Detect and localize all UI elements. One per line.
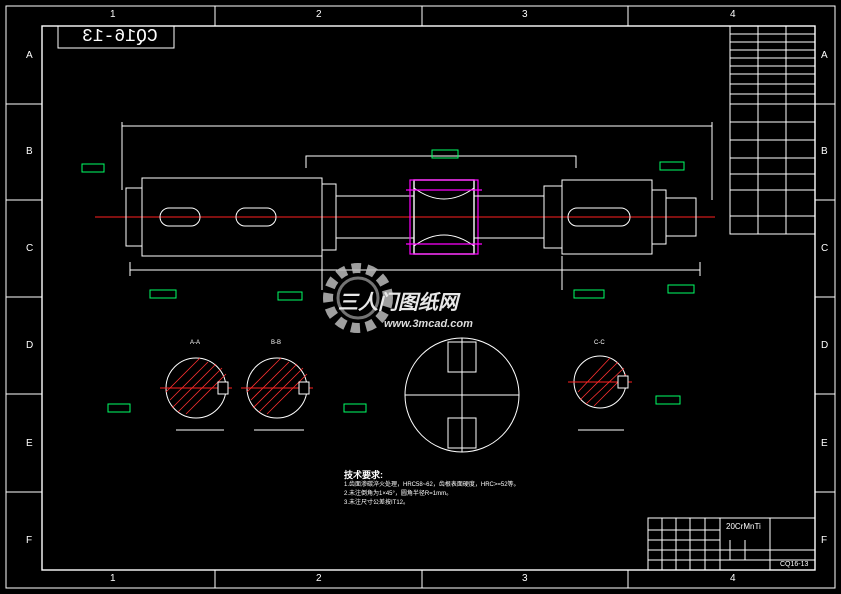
- title-block: [647, 517, 816, 571]
- zone-left-a: A: [26, 50, 33, 61]
- section-label-a: A-A: [190, 340, 201, 346]
- zone-right-e: E: [821, 438, 828, 449]
- part-code-footer: CQ16-13: [780, 561, 809, 568]
- zone-right-a: A: [821, 50, 828, 61]
- section-label-b: B-B: [271, 340, 282, 346]
- section-label-c: C-C: [594, 340, 605, 346]
- watermark-gear-icon: [323, 263, 393, 333]
- section-c-c: [568, 355, 632, 431]
- code-box: [57, 25, 175, 49]
- inner-border: [41, 25, 816, 571]
- zone-left-c: C: [26, 243, 34, 254]
- zone-ticks: [6, 6, 835, 588]
- zone-left-d: D: [26, 340, 34, 351]
- zone-left-b: B: [26, 146, 33, 157]
- tech-note-2: 2.未注倒角为1×45°，圆角半径R=1mm。: [344, 491, 453, 497]
- gear-face-view: [404, 337, 520, 453]
- gear-parameter-table: [729, 25, 816, 235]
- zone-top-1: 1: [110, 9, 116, 20]
- zone-top-2: 2: [316, 9, 322, 20]
- zone-top-3: 3: [522, 9, 528, 20]
- zone-top-4: 4: [730, 9, 736, 20]
- gear-tooth-region: [409, 179, 479, 255]
- zone-bottom-1: 1: [110, 573, 116, 584]
- zone-bottom-4: 4: [730, 573, 736, 584]
- zone-bottom-3: 3: [522, 573, 528, 584]
- tolerance-frames: [81, 149, 695, 413]
- tech-note-3: 3.未注尺寸公差按IT12。: [344, 500, 410, 506]
- zone-right-f: F: [821, 535, 828, 546]
- watermark-url: www.3mcad.com: [384, 318, 473, 330]
- material-label: 20CrMnTi: [726, 522, 761, 531]
- zone-right-d: D: [821, 340, 829, 351]
- section-a-a: [160, 357, 232, 431]
- tech-notes-title: 技术要求:: [344, 470, 383, 480]
- zone-left-e: E: [26, 438, 33, 449]
- tech-note-1: 1.齿面渗碳淬火处理，HRC58~62，齿根表面硬度，HRC>=52等。: [344, 482, 520, 488]
- main-shaft-view: [95, 122, 715, 290]
- drawing-code-mirrored: CQ16-13: [82, 27, 158, 47]
- zone-right-c: C: [821, 243, 829, 254]
- zone-left-f: F: [26, 535, 33, 546]
- zone-bottom-2: 2: [316, 573, 322, 584]
- zone-right-b: B: [821, 146, 828, 157]
- watermark-brand: 三人门图纸网: [338, 292, 458, 314]
- section-b-b: [241, 357, 313, 431]
